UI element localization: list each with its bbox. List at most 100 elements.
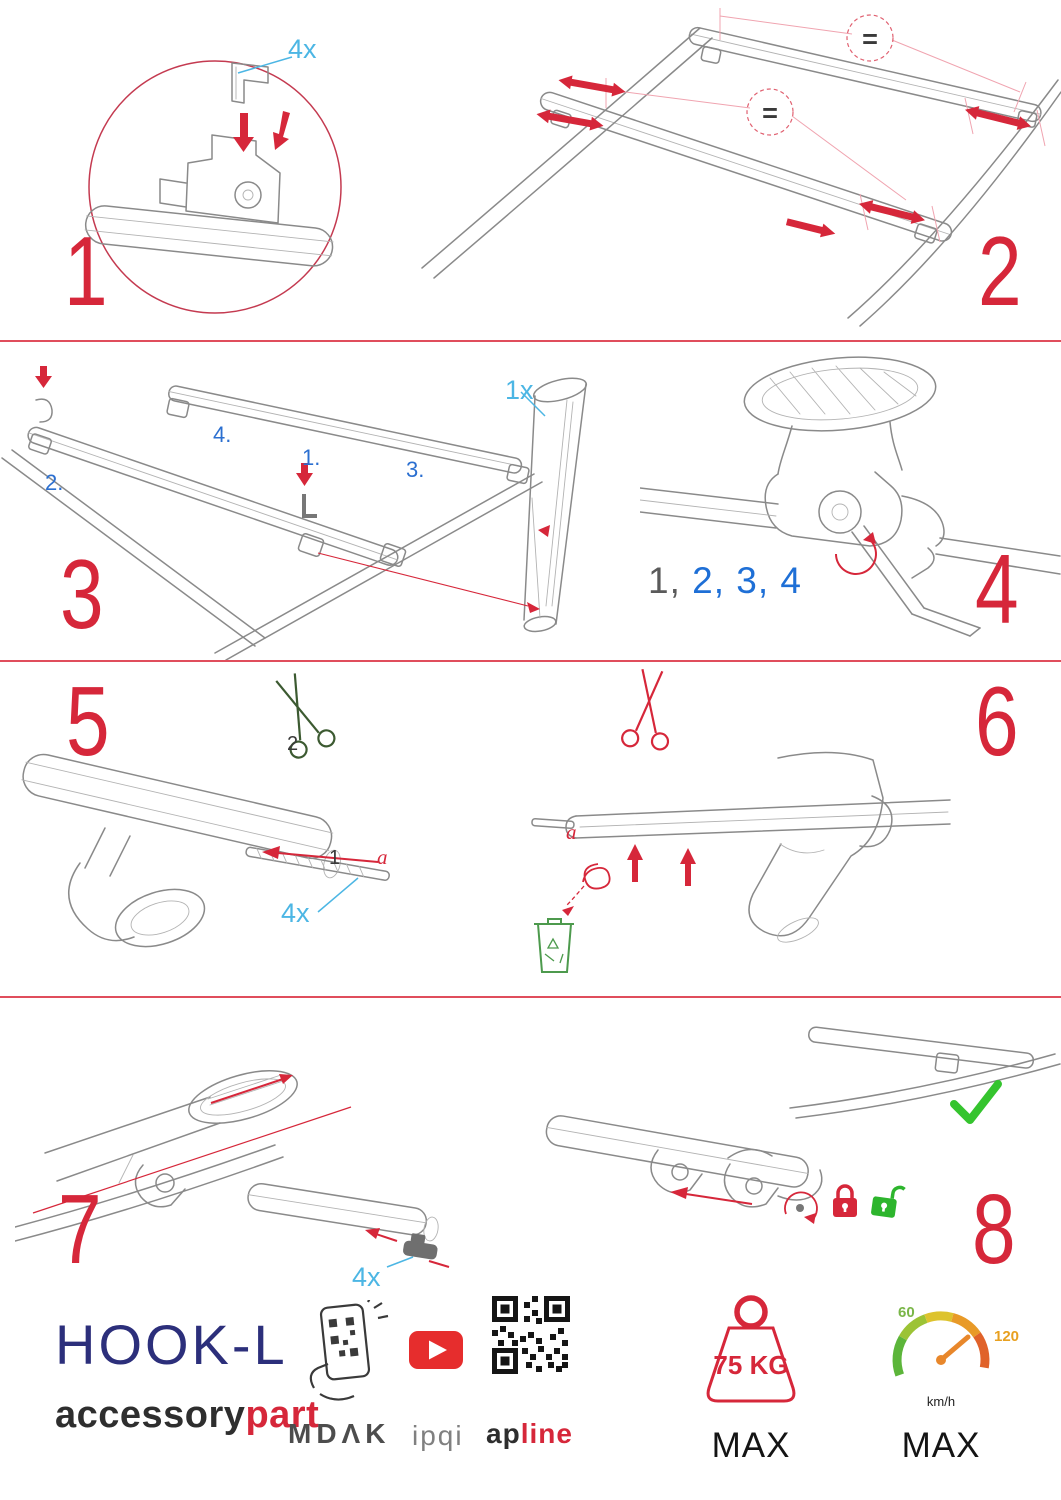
checkmark-icon — [950, 1080, 1002, 1124]
step-4-panel: 1, 2, 3, 4 4 — [640, 342, 1061, 660]
endcap-bar-drawing — [247, 1182, 439, 1242]
key-down-arrow — [296, 463, 313, 486]
allen-key-small — [302, 494, 317, 518]
mounted-bar-mini — [789, 1026, 1061, 1119]
step-5-number: 5 — [66, 666, 110, 776]
step-7-illustration — [15, 1070, 450, 1268]
section-divider-1 — [0, 340, 1061, 342]
footer: HOOK-L accessorypart — [0, 1290, 1061, 1500]
step-8-number: 8 — [972, 1174, 1016, 1284]
product-name: HOOK-L — [55, 1313, 288, 1376]
step-7-number: 7 — [58, 1174, 102, 1284]
step-6-panel: a 6 — [480, 662, 1061, 996]
sequence-rest: 2, 3, 4 — [692, 560, 802, 601]
substep-1-label: 1. — [302, 445, 321, 470]
clamp-closeup-drawing — [640, 356, 1061, 637]
step-6-label-a: a — [566, 820, 577, 844]
step-7-panel: 4x 7 — [0, 998, 490, 1298]
lock-open-icon — [871, 1185, 906, 1218]
crossbars-drawing — [421, 26, 1061, 327]
step-1-panel: 4x 1 — [0, 0, 420, 340]
lock-closed-icon — [833, 1184, 857, 1217]
sequence-first: 1, — [648, 560, 693, 601]
logo-ipqi: ipqi — [412, 1420, 464, 1451]
equal-symbol-2: = — [762, 98, 778, 128]
step-8-illustration — [545, 1026, 1061, 1224]
rotate-arrow — [835, 541, 877, 575]
step-5-label-1: 1 — [329, 847, 341, 869]
qr-code — [492, 1296, 570, 1374]
step-2-panel: = = 2 — [420, 0, 1061, 340]
speed-high-label: 120 — [994, 1328, 1020, 1345]
funnel-red-mark — [538, 525, 550, 537]
weight-icon — [706, 1295, 796, 1403]
magnifier-circle — [88, 60, 342, 314]
long-red-line — [32, 1106, 352, 1214]
step-5-label-2: 2 — [287, 733, 299, 755]
qty-leader-line — [520, 391, 546, 417]
substep-2-label: 2. — [45, 470, 64, 495]
up-arrow-1 — [627, 844, 643, 882]
brand-logo: accessorypart — [55, 1394, 319, 1437]
step-6-illustration — [531, 668, 951, 973]
measure-guides — [605, 8, 1046, 243]
trash-recycle-icon — [534, 918, 574, 973]
youtube-icon — [409, 1331, 463, 1369]
section-divider-3 — [0, 996, 1061, 998]
bar-end-opening-drawing — [15, 1070, 298, 1242]
step-5-label-a: a — [377, 845, 388, 869]
logo-apline: apline — [486, 1418, 573, 1450]
logo-mdak: MDΛK — [288, 1418, 391, 1449]
small-down-arrow — [35, 366, 52, 388]
step-2-illustration — [421, 8, 1061, 327]
insert-arrows — [233, 111, 290, 152]
tool-pointer-line — [317, 552, 529, 607]
lock-clamp-drawing — [545, 1115, 823, 1208]
end-cap-part — [403, 1233, 438, 1260]
weight-limit-value: 75 KG — [713, 1350, 789, 1380]
step-5-quantity-label: 4x — [281, 898, 310, 928]
phone-qr-icon — [309, 1300, 389, 1401]
step-1-number: 1 — [64, 216, 108, 326]
cut-strip-curl — [582, 863, 611, 890]
qty-leader-line — [317, 877, 359, 913]
equal-circle-1 — [846, 14, 894, 62]
funnel-tool-drawing — [523, 377, 588, 633]
discard-dashed-arrow — [565, 885, 585, 907]
equal-circle-2 — [746, 88, 794, 136]
brand-red: part — [245, 1394, 320, 1436]
step-1-quantity-label: 4x — [288, 34, 317, 64]
step-4-illustration — [640, 356, 1061, 637]
step-5-panel: 2 1 a 4x 5 — [0, 662, 480, 996]
apline-dark: ap — [486, 1418, 521, 1449]
substep-4-label: 4. — [213, 422, 232, 447]
step-3-number: 3 — [60, 539, 104, 649]
bar-strip-drawing — [21, 753, 390, 948]
equal-symbol-1: = — [862, 24, 878, 54]
strip-insert-arrow — [277, 852, 379, 863]
key-rotate-arrow — [784, 1191, 818, 1221]
speedometer-icon — [892, 1311, 990, 1377]
bar-and-clamp-drawing — [84, 62, 334, 267]
key-dot — [796, 1204, 804, 1212]
strip-highlight — [210, 1078, 284, 1104]
step-4-number: 4 — [975, 534, 1019, 644]
speed-unit-label: km/h — [926, 1394, 956, 1409]
qty-leader-line — [386, 1256, 414, 1268]
step-1-illustration — [84, 56, 342, 314]
step-3-panel: 2. 4. 1. 3. 1x 3 — [0, 342, 640, 660]
brand-dark: accessory — [55, 1394, 246, 1436]
apline-red: line — [520, 1418, 573, 1449]
step-3-quantity-label: 1x — [505, 375, 534, 405]
step-7-quantity-label: 4x — [352, 1262, 381, 1292]
scissors-icon — [275, 673, 336, 759]
scissors-icon-red — [621, 668, 670, 751]
qty-leader-line — [237, 56, 293, 74]
tighten-sequence: 1, 2, 3, 4 — [648, 560, 802, 602]
speed-low-label: 60 — [898, 1304, 915, 1321]
step-8-panel: 8 — [490, 998, 1061, 1298]
section-divider-2 — [0, 660, 1061, 662]
step-3-illustration — [1, 366, 588, 660]
bar-bracket-drawing — [531, 751, 951, 943]
